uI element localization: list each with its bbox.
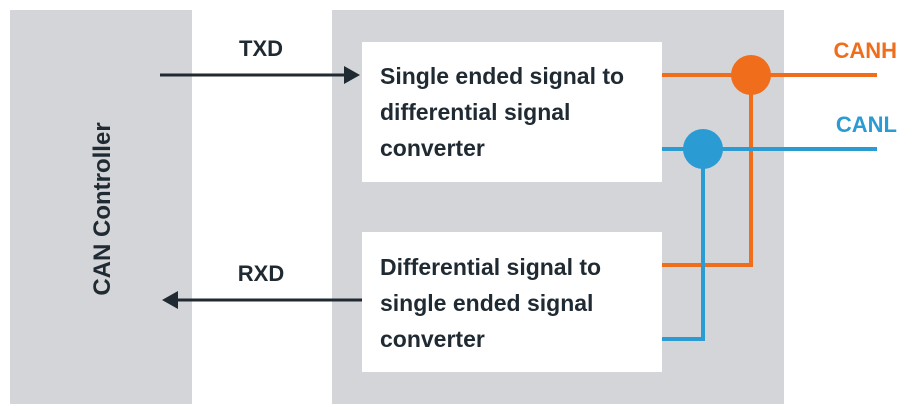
transmitter-line-3: converter	[380, 135, 485, 161]
receiver-line-3: converter	[380, 326, 485, 352]
transmitter-converter-box	[362, 42, 662, 182]
canh-junction	[731, 55, 771, 95]
receiver-line-2: single ended signal	[380, 290, 593, 316]
canh-receiver-line	[662, 75, 753, 267]
can-controller-label: CAN Controller	[89, 122, 116, 295]
txd-arrowhead	[344, 66, 360, 84]
canh-label: CANH	[833, 38, 897, 63]
receiver-line-1: Differential signal to	[380, 254, 601, 280]
rxd-arrowhead	[162, 291, 178, 309]
canl-receiver-line	[662, 149, 705, 341]
transmitter-line-2: differential signal	[380, 99, 570, 125]
canl-junction	[683, 129, 723, 169]
transmitter-line-1: Single ended signal to	[380, 63, 624, 89]
txd-label: TXD	[239, 36, 283, 61]
canl-label: CANL	[836, 112, 897, 137]
receiver-converter-box	[362, 232, 662, 372]
rxd-label: RXD	[238, 261, 284, 286]
